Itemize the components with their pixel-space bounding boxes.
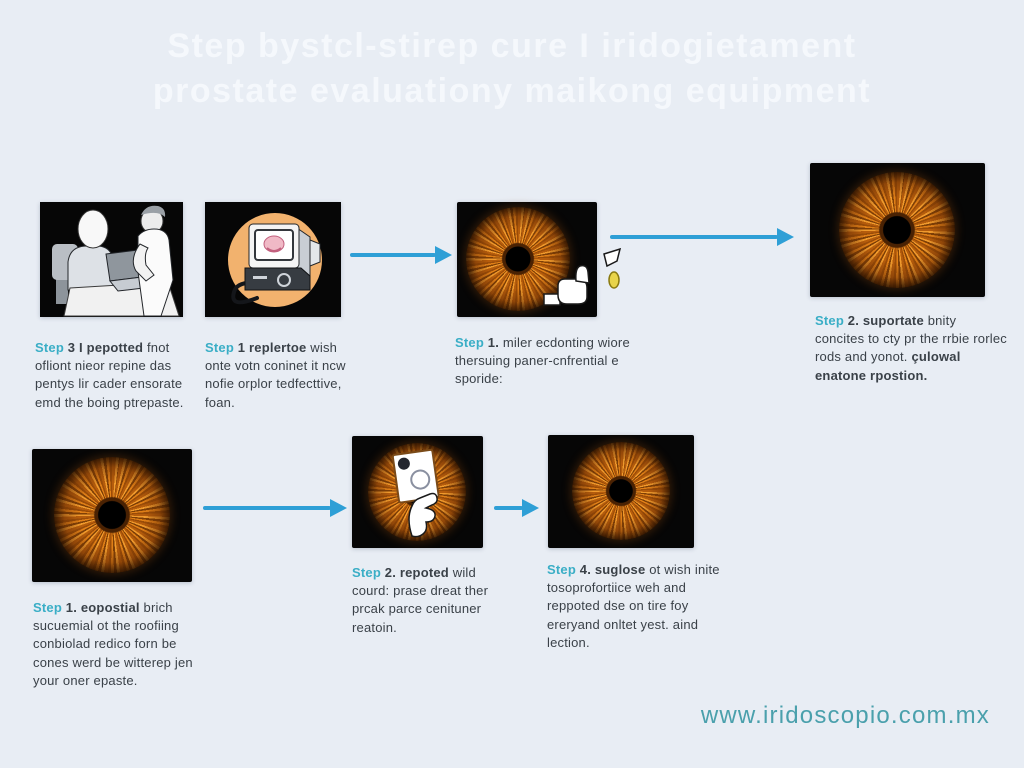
iris-image [572, 442, 670, 540]
flow-arrow-2 [610, 235, 778, 239]
flow-arrow-3 [203, 506, 331, 510]
flow-arrow-4 [494, 506, 523, 510]
step-caption-7: Step 4. suglose ot wish inite tosoprofor… [547, 562, 720, 650]
website-url: www.iridoscopio.com.mx [700, 702, 990, 729]
iris-photo-2 [548, 435, 694, 548]
step-caption-5: Step 1. eopostial brich sucuemial ot the… [33, 600, 193, 688]
thumbs-up-hand-icon [543, 248, 622, 306]
iris-report-card-photo [352, 436, 483, 548]
step-caption-2: Step 1 replertoe wish onte votn coninet … [205, 340, 346, 410]
flow-arrow-1 [350, 253, 436, 257]
page-title: Step bystcl-stirep cure I iridogietament… [0, 24, 1024, 114]
iris-image [54, 457, 170, 573]
step-caption-1: Step 3 I pepotted fnot ofliont nieor rep… [35, 340, 184, 410]
iridology-device-photo [205, 202, 341, 317]
consultation-photo [40, 202, 183, 317]
iriscope-machine-illustration [205, 202, 341, 317]
step-caption-3: Step 1. miler ecdonting wiore thersuing … [455, 335, 630, 387]
step-caption-6: Step 2. repoted wild courd: prase dreat … [352, 565, 489, 635]
iris-photo [32, 449, 192, 582]
consultation-illustration [40, 202, 183, 317]
title-line-2: prostate evaluationy maikong equipment [152, 71, 872, 110]
step-caption-4: Step 2. suportate bnity concites to cty … [815, 313, 1007, 383]
hand-holding-card-icon [391, 448, 440, 538]
iris-image [839, 172, 955, 288]
title-line-1: Step bystcl-stirep cure I iridogietament [167, 27, 857, 65]
iris-result-photo [810, 163, 985, 297]
